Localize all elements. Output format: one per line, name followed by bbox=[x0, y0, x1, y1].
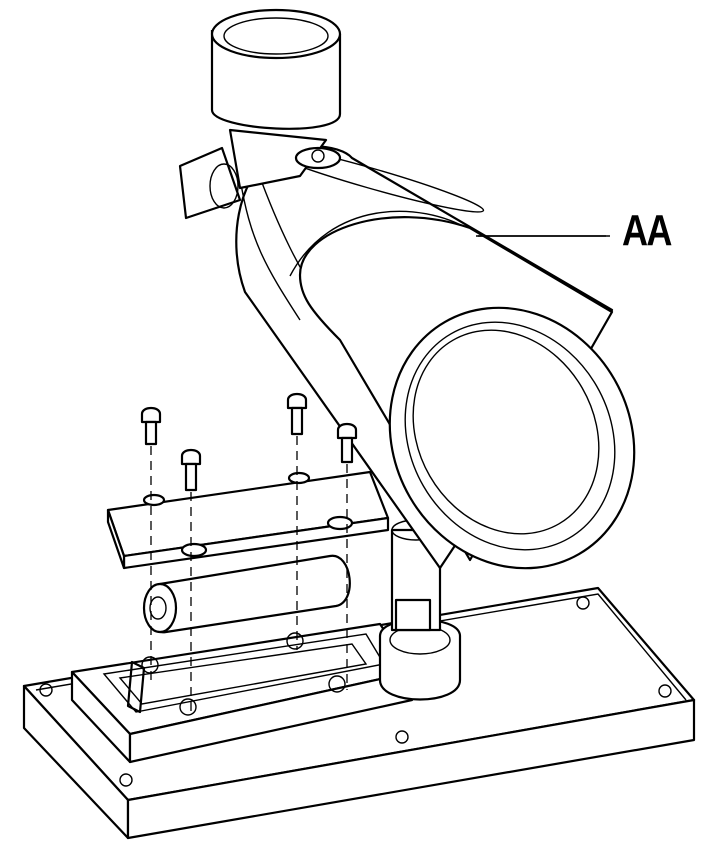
battery-housing bbox=[70, 622, 414, 764]
flashlight-tube bbox=[235, 143, 636, 570]
assembly-guide-lines bbox=[150, 436, 348, 712]
screw-3 bbox=[286, 392, 308, 436]
battery-cell bbox=[142, 554, 351, 634]
screw-1 bbox=[140, 406, 162, 446]
screw-4 bbox=[336, 422, 358, 464]
top-cap bbox=[178, 8, 342, 220]
battery-cover bbox=[106, 470, 390, 570]
callout-label-aa: AA bbox=[622, 206, 672, 255]
mount-post bbox=[378, 519, 462, 701]
screw-2 bbox=[180, 448, 202, 492]
